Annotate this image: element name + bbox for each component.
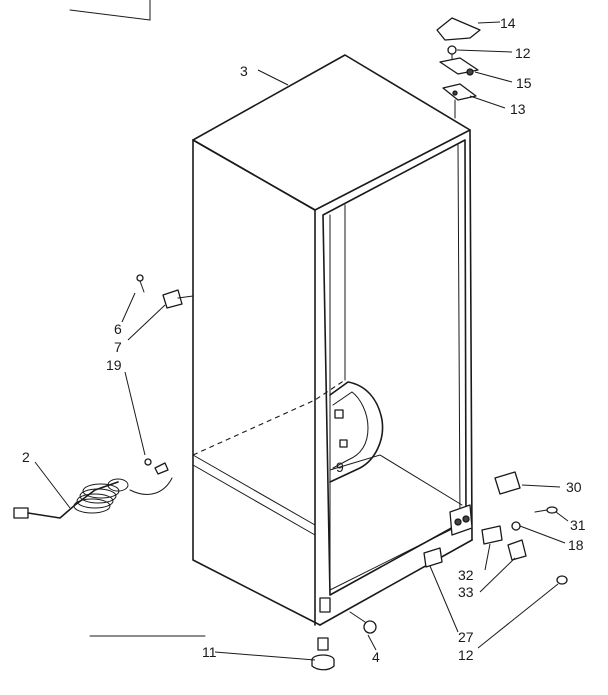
callout-2: 2 <box>22 449 30 465</box>
callout-30: 30 <box>566 479 582 495</box>
callout-13: 13 <box>510 101 526 117</box>
callout-32: 32 <box>458 567 474 583</box>
callout-12-bottom: 12 <box>458 647 474 663</box>
callout-19: 19 <box>106 357 122 373</box>
power-cord-icon <box>13 458 173 519</box>
callout-7: 7 <box>114 339 122 355</box>
leader-lines <box>34 21 569 661</box>
refrigerator-cabinet-icon <box>192 54 473 626</box>
callout-15: 15 <box>516 75 532 91</box>
callout-11: 11 <box>202 644 217 660</box>
callout-3: 3 <box>240 63 248 79</box>
callout-12-top: 12 <box>515 45 531 61</box>
callout-9: 9 <box>336 459 344 475</box>
callout-6: 6 <box>114 321 122 337</box>
leveling-leg-icon <box>311 611 377 671</box>
hinge-cover-icon <box>436 17 481 41</box>
hinge-icon <box>439 45 479 119</box>
callout-4: 4 <box>372 649 380 665</box>
callout-labels: 14 12 15 13 3 6 7 19 2 9 30 31 18 32 33 … <box>22 15 586 665</box>
callout-18: 18 <box>568 537 584 553</box>
callout-27: 27 <box>458 629 474 645</box>
callout-33: 33 <box>458 584 474 600</box>
callout-14: 14 <box>500 15 516 31</box>
scan-marks <box>69 0 206 637</box>
cord-clip-parts <box>136 274 194 309</box>
lower-hinge-parts <box>423 471 568 585</box>
callout-31: 31 <box>570 517 586 533</box>
